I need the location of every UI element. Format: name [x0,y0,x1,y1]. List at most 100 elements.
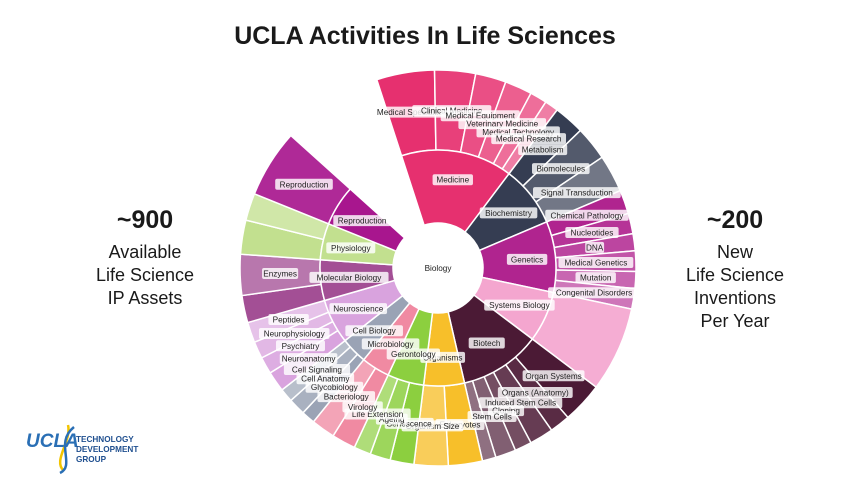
logo-wordmark: UCLA [26,431,79,452]
center-label: Biology [425,264,453,273]
label-mutation: Mutation [580,274,612,283]
label-medicine: Medicine [436,176,469,185]
label-biochemistry-bg [479,207,538,219]
label-dna: DNA [586,243,604,252]
label-neuroanatomy-bg [279,353,338,365]
label-biomolecules-bg [531,163,590,175]
label-nucleotides-bg [565,226,619,238]
ip-assets-line-2: Life Science [95,265,195,285]
label-physiology: Physiology [331,244,372,253]
label-bacteriology-bg [317,391,376,403]
label-organs-anatomy: Organs (Anatomy) [502,389,569,398]
label-glycobiology-bg [305,381,364,393]
label-cell-signaling-bg [283,364,351,376]
label-neuroanatomy: Neuroanatomy [282,355,337,364]
inventions-stat: ~200 New Life Science Inventions Per Yea… [640,206,830,333]
label-psychiatry: Psychiatry [282,342,321,351]
label-mutation-bg [575,272,616,284]
label-reproduction-bg [333,215,391,227]
label-neurophysiology: Neurophysiology [264,330,326,339]
label-metabolism: Metabolism [522,146,564,155]
label-medical-research: Medical Research [496,135,562,144]
label-neuroscience: Neuroscience [333,305,384,314]
label-organ-systems: Organ Systems [525,372,581,381]
logo-line-3: GROUP [76,455,107,464]
label-nucleotides: Nucleotides [571,228,614,237]
label-peptides-bg [268,313,309,325]
label-organ-systems-bg [522,370,585,382]
label-microbiology-bg [361,338,420,350]
label-life-extension: Life Extension [352,410,404,419]
label-enzymes-bg [262,268,299,280]
label-medical-equipment: Medical Equipment [445,112,515,121]
label-organs-anatomy-bg [497,387,573,399]
label-dna-bg [585,241,605,253]
label-medical-specialties: Medical Specialties [377,108,447,117]
label-psychiatry-bg [275,340,325,352]
label-biotech-bg [468,337,505,349]
inventions-line-3: Inventions [693,288,777,308]
label-gerontology-bg [386,348,440,360]
label-peptides: Peptides [273,315,305,324]
logo-blue-swoosh [59,426,75,475]
label-medicine-bg [432,174,473,186]
logo-gold-swoosh [58,424,70,472]
inventions-line-2: Life Science [685,265,785,285]
label-cell-signaling: Cell Signaling [292,366,343,375]
label-cell-biology-bg [345,325,403,337]
label-biotech: Biotech [473,339,501,348]
label-veterinary-medicine: Veterinary Medicine [466,120,538,129]
label-physiology-bg [326,242,376,254]
label-reproduction: Reproduction [280,180,329,189]
label-cell-anatomy: Cell Anatomy [301,375,350,384]
label-biomolecules: Biomolecules [536,165,585,174]
label-microbiology: Microbiology [368,340,415,349]
label-enzymes: Enzymes [263,270,297,279]
label-congenital-disorders-bg [548,287,641,299]
ip-assets-stat: ~900 Available Life Science IP Assets [50,206,240,310]
label-virology: Virology [348,403,378,412]
inventions-line-1: New [716,242,753,262]
label-medical-research-bg [491,133,567,145]
label-neuroscience-bg [329,303,388,315]
label-molecular-biology: Molecular Biology [317,273,383,282]
center-hole [393,223,483,313]
ip-assets-number: ~900 [116,206,174,234]
label-medical-genetics: Medical Genetics [564,258,627,267]
label-bacteriology: Bacteriology [324,393,370,402]
label-medical-technology: Medical Technology [482,128,555,137]
label-organisms: Organisms [423,353,463,362]
label-cell-anatomy-bg [296,373,355,385]
label-ageing: Ageing [379,415,405,424]
label-congenital-disorders: Congenital Disorders [556,289,632,298]
label-reproduction: Reproduction [338,217,387,226]
label-biochemistry: Biochemistry [485,209,533,218]
label-reproduction-bg [275,178,333,190]
label-metabolism-bg [518,144,568,156]
label-glycobiology: Glycobiology [311,383,359,392]
logo-line-2: DEVELOPMENT [76,445,138,454]
inventions-line-4: Per Year [700,311,770,331]
label-gerontology: Gerontology [391,350,437,359]
label-signal-transduction: Signal Transduction [541,189,613,198]
label-systems-biology: Systems Biology [489,301,550,310]
ucla-tdg-logo: UCLA TECHNOLOGY DEVELOPMENT GROUP [26,424,138,475]
logo-line-1: TECHNOLOGY [76,435,134,444]
label-chemical-pathology: Chemical Pathology [551,211,625,220]
label-virology-bg [342,401,383,413]
label-signal-transduction-bg [533,187,621,199]
label-induced-stem-cells: Induced Stem Cells [485,399,556,408]
page-title: UCLA Activities In Life Sciences [234,22,616,50]
label-cell-biology: Cell Biology [353,327,397,336]
label-senescence: Senescence [387,419,433,428]
label-chemical-pathology-bg [545,209,629,221]
label-medical-genetics-bg [558,256,634,268]
ip-assets-line-1: Available [108,242,182,262]
label-genetics-bg [506,253,548,265]
label-neurophysiology-bg [258,328,330,340]
label-genetics: Genetics [511,255,543,264]
ip-assets-line-3: IP Assets [107,288,183,308]
label-stem-cells: Stem Cells [472,412,512,421]
